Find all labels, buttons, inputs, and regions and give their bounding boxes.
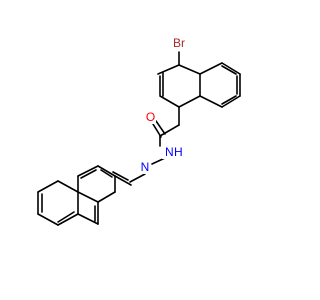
bond-line (221, 65, 237, 75)
bond-line (114, 175, 132, 186)
bond-line (57, 211, 75, 223)
bond-line (178, 95, 201, 108)
imine-nitrogen-label: N (141, 160, 150, 174)
bond-line (152, 123, 162, 138)
bond-line (77, 191, 99, 203)
amide-nitrogen-label: N (165, 145, 174, 159)
bond-line (129, 173, 146, 183)
bond-line (37, 213, 59, 226)
bond-line (97, 191, 116, 203)
atom-label-n2: N (139, 160, 151, 174)
bond-line (157, 64, 180, 75)
bond-line (37, 180, 59, 193)
bond-line (159, 95, 180, 108)
bond-line (199, 95, 223, 108)
atom-label-o: O (145, 110, 156, 124)
bond-line (97, 165, 116, 177)
chemical-structure-canvas: Br O N H N (37, 36, 241, 226)
bond-line (77, 165, 99, 177)
atom-label-nh: N H (162, 144, 183, 159)
bond-line (77, 213, 99, 225)
oxygen-label: O (146, 110, 155, 124)
bond-line (199, 62, 223, 75)
bond-line (155, 120, 166, 135)
bond-line (57, 180, 79, 193)
amide-hydrogen-label: H (174, 145, 183, 159)
bond-line (57, 213, 79, 226)
bond-line (112, 171, 129, 181)
bond-line (159, 124, 180, 137)
bromine-label: Br (173, 36, 185, 50)
bond-line (80, 169, 97, 179)
bond-lines (37, 51, 241, 226)
bond-line (221, 95, 237, 105)
chemical-structure-drawing: Br O N H N (37, 36, 241, 226)
bond-line (178, 64, 201, 75)
bond-line (221, 62, 241, 75)
bond-line (221, 95, 241, 108)
bond-line (100, 169, 113, 178)
atom-label-br: Br (171, 36, 187, 50)
